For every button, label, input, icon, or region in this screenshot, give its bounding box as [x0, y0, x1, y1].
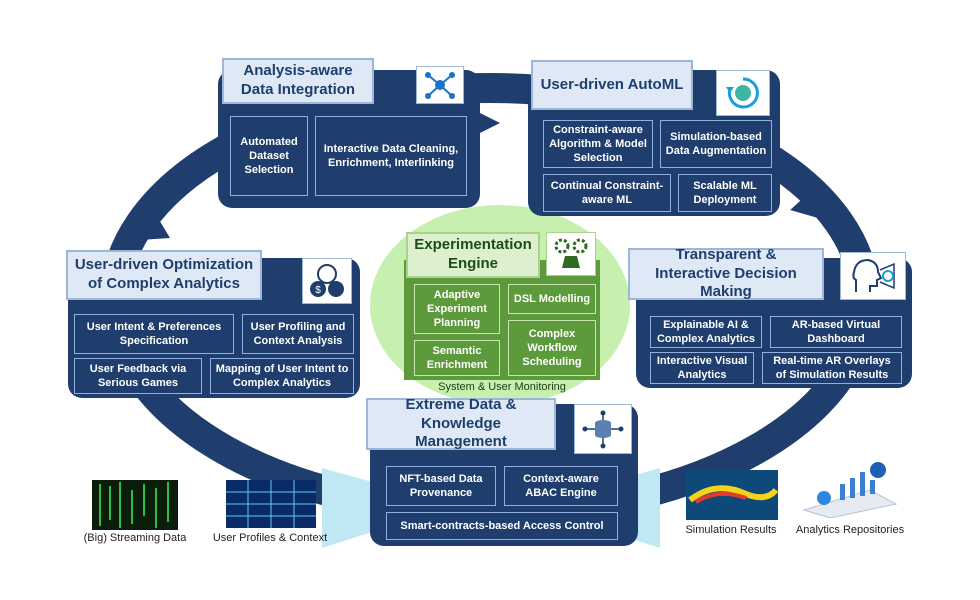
- user-profiles-image: [226, 480, 316, 528]
- arrow-left-icon: [140, 208, 170, 240]
- gears-icon: [546, 232, 596, 276]
- system-user-monitoring: System & User Monitoring: [438, 381, 566, 393]
- optimization-title: User-driven Optimization of Complex Anal…: [66, 250, 262, 300]
- semantic-enrichment: Semantic Enrichment: [414, 340, 500, 376]
- streaming-data-caption: (Big) Streaming Data: [83, 532, 187, 544]
- database-icon: [574, 404, 632, 454]
- mapping-user-intent: Mapping of User Intent to Complex Analyt…: [210, 358, 354, 394]
- constraint-aware-selection: Constraint-aware Algorithm & Model Selec…: [543, 120, 653, 168]
- network-icon: [416, 66, 464, 104]
- interactive-data-cleaning: Interactive Data Cleaning, Enrichment, I…: [315, 116, 467, 196]
- data-integration-title: Analysis-aware Data Integration: [222, 58, 374, 104]
- user-feedback-games: User Feedback via Serious Games: [74, 358, 202, 394]
- analytics-repo-image: [800, 460, 900, 519]
- abac-engine: Context-aware ABAC Engine: [504, 466, 618, 506]
- svg-text:$: $: [315, 285, 321, 296]
- explainable-ai: Explainable AI & Complex Analytics: [650, 316, 762, 348]
- ar-virtual-dashboard: AR-based Virtual Dashboard: [770, 316, 902, 348]
- smart-contracts-access: Smart-contracts-based Access Control: [386, 512, 618, 540]
- user-profiles-caption: User Profiles & Context: [212, 532, 328, 544]
- user-intent-specification: User Intent & Preferences Specification: [74, 314, 234, 354]
- automated-dataset-selection: Automated Dataset Selection: [230, 116, 308, 196]
- head-vision-icon: [840, 252, 906, 300]
- engine-title: Experimentation Engine: [406, 232, 540, 278]
- data-management-title: Extreme Data & Knowledge Management: [366, 396, 556, 450]
- arrow-right-upper-icon: [790, 188, 829, 221]
- streaming-data-image: [92, 480, 178, 530]
- decision-title: Transparent & Interactive Decision Makin…: [628, 246, 824, 300]
- ar-overlays: Real-time AR Overlays of Simulation Resu…: [762, 352, 902, 384]
- nft-provenance: NFT-based Data Provenance: [386, 466, 496, 506]
- brain-cycle-icon: [716, 70, 770, 116]
- adaptive-experiment-planning: Adaptive Experiment Planning: [414, 284, 500, 334]
- user-profiling: User Profiling and Context Analysis: [242, 314, 354, 354]
- dsl-modelling: DSL Modelling: [508, 284, 596, 314]
- scalable-ml-deployment: Scalable ML Deployment: [678, 174, 772, 212]
- arrow-right-lower-icon: [810, 380, 840, 412]
- complex-workflow-scheduling: Complex Workflow Scheduling: [508, 320, 596, 376]
- simulation-data-augmentation: Simulation-based Data Augmentation: [660, 120, 772, 168]
- money-gauge-icon: $: [302, 258, 352, 304]
- analytics-repo-caption: Analytics Repositories: [795, 524, 905, 536]
- interactive-visual-analytics: Interactive Visual Analytics: [650, 352, 754, 384]
- continual-ml: Continual Constraint-aware ML: [543, 174, 671, 212]
- simulation-caption: Simulation Results: [685, 524, 777, 536]
- simulation-image: [686, 470, 779, 520]
- funnel-left: [322, 468, 372, 548]
- automl-title: User-driven AutoML: [531, 60, 693, 110]
